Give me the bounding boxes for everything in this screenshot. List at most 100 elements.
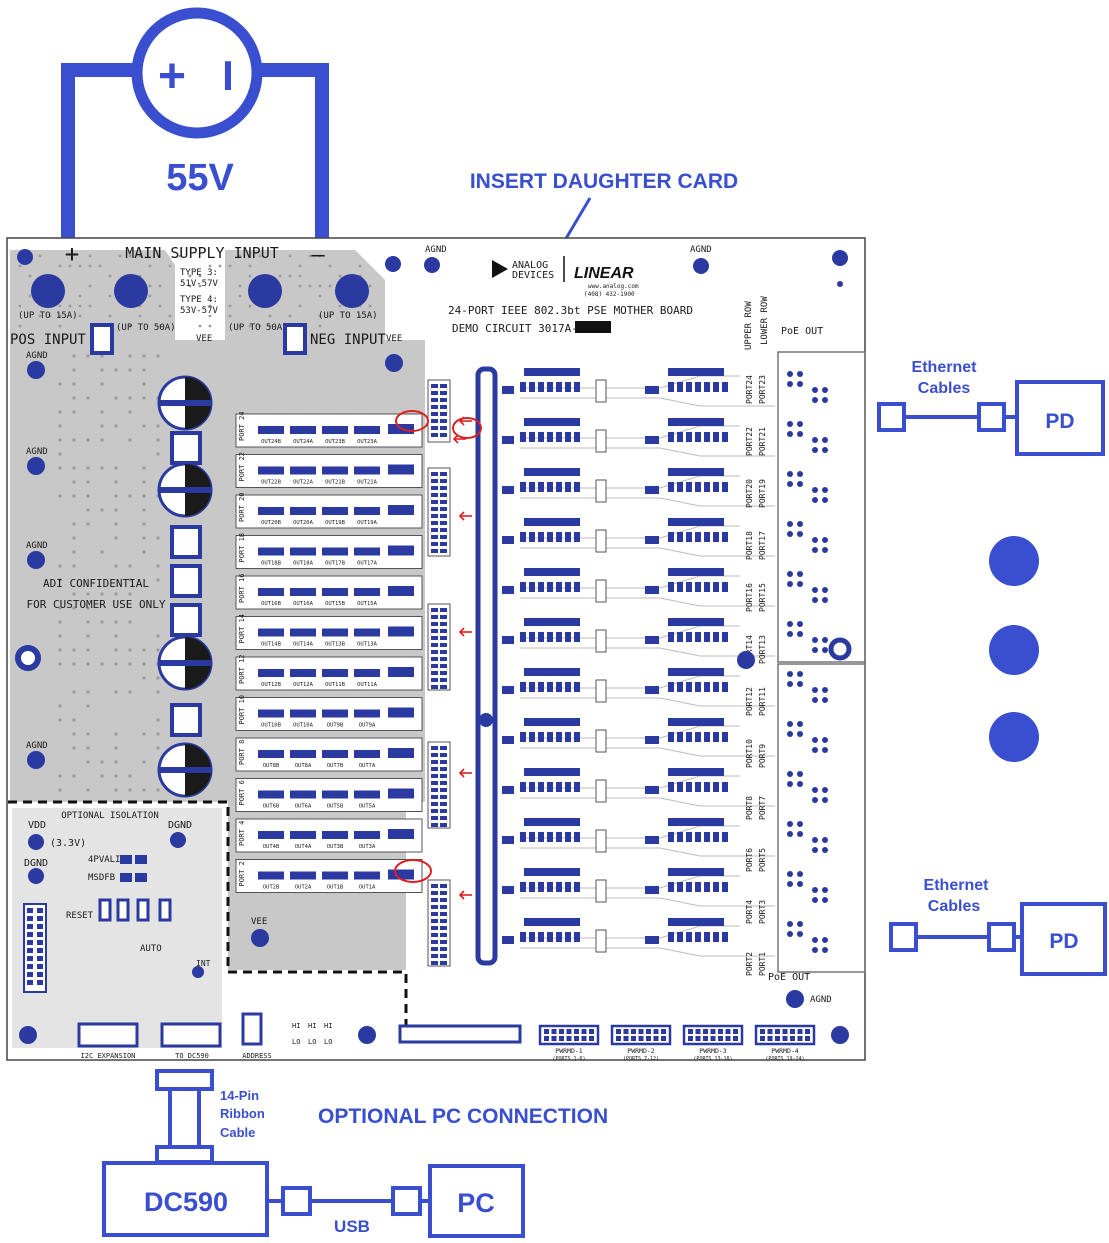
- via: [114, 494, 117, 497]
- via: [72, 732, 75, 735]
- fuse-f4: [285, 325, 305, 353]
- supply-wire-negative: [250, 70, 322, 238]
- via: [128, 690, 131, 693]
- lo-label-1: LO: [292, 1038, 300, 1046]
- via: [58, 774, 61, 777]
- via: [142, 676, 145, 679]
- via: [339, 275, 342, 278]
- via: [58, 648, 61, 651]
- output-net-label: OUT1A: [359, 885, 376, 891]
- via: [100, 466, 103, 469]
- linear-www: www.analog.com: [588, 283, 639, 290]
- via: [369, 285, 372, 288]
- via: [86, 466, 89, 469]
- via: [89, 305, 92, 308]
- output-net-label: OUT3A: [359, 844, 376, 850]
- ethernet-top: Ethernet Cables PD: [879, 359, 1103, 454]
- up-to-50a-left: (UP TO 50A): [116, 323, 176, 333]
- output-net-label: OUT22A: [293, 480, 314, 486]
- lo-label-3: LO: [324, 1038, 332, 1046]
- via: [72, 480, 75, 483]
- mosfet-pad: [354, 831, 380, 839]
- ethernet-bottom-line2: Cables: [928, 898, 981, 915]
- confidential-line2: FOR CUSTOMER USE ONLY: [26, 598, 165, 611]
- ribbon-label-line1: 14-Pin: [220, 1088, 259, 1103]
- via: [114, 564, 117, 567]
- via: [114, 746, 117, 749]
- output-net-label: OUT20B: [261, 520, 282, 526]
- terminal-plus-mark: +: [65, 240, 79, 268]
- via: [72, 774, 75, 777]
- ethernet-plug-left-top: [879, 404, 904, 430]
- agnd-left1-label: AGND: [26, 351, 48, 361]
- output-net-label: OUT14A: [293, 642, 314, 648]
- rj45-port-lower-label: PORT1: [758, 952, 767, 976]
- port-output-row: PORT 20OUT20BOUT20AOUT19BOUT19A: [236, 492, 422, 528]
- vee-left-label: VEE: [196, 334, 212, 344]
- via: [114, 396, 117, 399]
- pwrmd-range: (PORTS 7-12): [623, 1056, 659, 1062]
- via: [329, 265, 332, 268]
- pwrmd-label: PWRMD-3: [699, 1047, 726, 1055]
- port-output-row: PORT 14OUT14BOUT14AOUT13BOUT13A: [236, 614, 422, 650]
- via: [239, 285, 242, 288]
- rj45-port-lower-label: PORT19: [758, 479, 767, 508]
- port-row-label: PORT 16: [238, 573, 246, 603]
- mosfet-pad: [258, 467, 284, 475]
- output-net-label: OUT21A: [357, 480, 378, 486]
- output-net-label: OUT9A: [359, 723, 376, 729]
- mosfet-pad: [258, 831, 284, 839]
- via: [269, 315, 272, 318]
- terminal-j8: [31, 274, 65, 308]
- rj45-port-upper-label: PORT4: [745, 900, 754, 924]
- mounting-hole-mh8: [831, 1026, 849, 1044]
- via: [58, 452, 61, 455]
- via: [156, 634, 159, 637]
- mosfet-pad: [290, 872, 316, 880]
- neg-input-label: NEG INPUT: [310, 332, 386, 348]
- mosfet-pad: [322, 588, 348, 596]
- agnd-top1-label: AGND: [425, 245, 447, 255]
- via: [156, 690, 159, 693]
- via: [89, 265, 92, 268]
- output-net-label: OUT18B: [261, 561, 282, 567]
- mosfet-pad: [290, 710, 316, 718]
- via: [142, 396, 145, 399]
- rj45-port-upper-label: PORT10: [745, 739, 754, 768]
- mosfet-pad: [354, 872, 380, 880]
- via: [58, 704, 61, 707]
- board-title: 24-PORT IEEE 802.3bt PSE MOTHER BOARD: [448, 304, 693, 317]
- port-row-label: PORT 6: [238, 780, 246, 805]
- via: [156, 424, 159, 427]
- mosfet-pad: [322, 669, 348, 677]
- insert-daughter-card-label: INSERT DAUGHTER CARD: [470, 170, 738, 193]
- via: [72, 410, 75, 413]
- mosfet-pad: [258, 588, 284, 596]
- via: [72, 536, 75, 539]
- via: [142, 522, 145, 525]
- via: [59, 325, 62, 328]
- via: [72, 466, 75, 469]
- output-net-label: OUT15A: [357, 601, 378, 607]
- mosfet-pad: [354, 548, 380, 556]
- to-dc590-label: TO DC590: [175, 1052, 209, 1060]
- rj45-port-lower-label: PORT11: [758, 687, 767, 716]
- mosfet-pad: [258, 872, 284, 880]
- output-net-label: OUT10A: [293, 723, 314, 729]
- via: [86, 480, 89, 483]
- type3-range: 51V-57V: [180, 279, 219, 289]
- via: [59, 265, 62, 268]
- via: [100, 620, 103, 623]
- via: [72, 718, 75, 721]
- via: [86, 732, 89, 735]
- usb-plug-right: [393, 1188, 420, 1214]
- hi-label-2: HI: [308, 1022, 316, 1030]
- via: [79, 295, 82, 298]
- output-net-label: OUT21B: [325, 480, 346, 486]
- serial-blackout: [575, 321, 611, 333]
- fuse-f3: [92, 325, 112, 353]
- testpoint-e4: [786, 990, 804, 1008]
- via: [72, 690, 75, 693]
- pwrmd-range: (PORTS 19-24): [765, 1056, 804, 1062]
- testpoint-vdd: [28, 834, 44, 850]
